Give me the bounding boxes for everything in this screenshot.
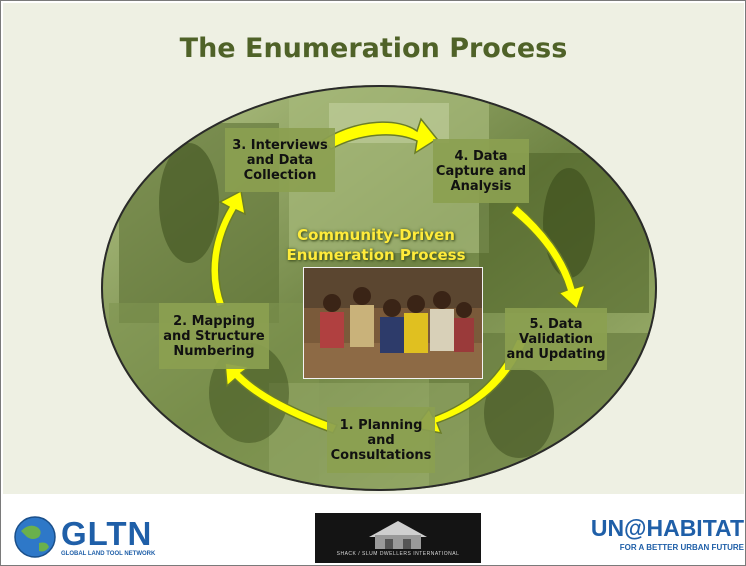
- step-4-data-capture: 4. Data Capture and Analysis: [433, 139, 529, 203]
- step-1-planning: 1. Planning and Consultations: [327, 407, 435, 473]
- center-title: Community-Driven Enumeration Process: [286, 226, 466, 264]
- step-3-interviews: 3. Interviews and Data Collection: [225, 128, 335, 192]
- content-panel: The Enumeration Process: [3, 3, 744, 494]
- sdi-logo-text: SHACK / SLUM DWELLERS INTERNATIONAL: [336, 551, 460, 557]
- house-icon: [369, 521, 427, 549]
- slide-title: The Enumeration Process: [179, 33, 568, 64]
- globe-icon: [14, 516, 56, 558]
- gltn-logo-text: GLTN: [61, 515, 153, 552]
- un-habitat-logo: UN@HABITAT FOR A BETTER URBAN FUTURE: [588, 511, 744, 559]
- sdi-logo: SHACK / SLUM DWELLERS INTERNATIONAL: [315, 513, 481, 563]
- un-habitat-logo-subtext: FOR A BETTER URBAN FUTURE: [619, 543, 744, 552]
- step-2-mapping: 2. Mapping and Structure Numbering: [159, 303, 269, 369]
- un-habitat-logo-text: UN@HABITAT: [590, 515, 744, 541]
- step-5-validation: 5. Data Validation and Updating: [505, 308, 607, 370]
- gltn-logo-subtext: GLOBAL LAND TOOL NETWORK: [61, 551, 156, 557]
- gltn-logo: GLTN GLOBAL LAND TOOL NETWORK: [13, 513, 163, 561]
- community-photo: [303, 267, 483, 379]
- footer: GLTN GLOBAL LAND TOOL NETWORK SHACK / SL…: [3, 509, 744, 563]
